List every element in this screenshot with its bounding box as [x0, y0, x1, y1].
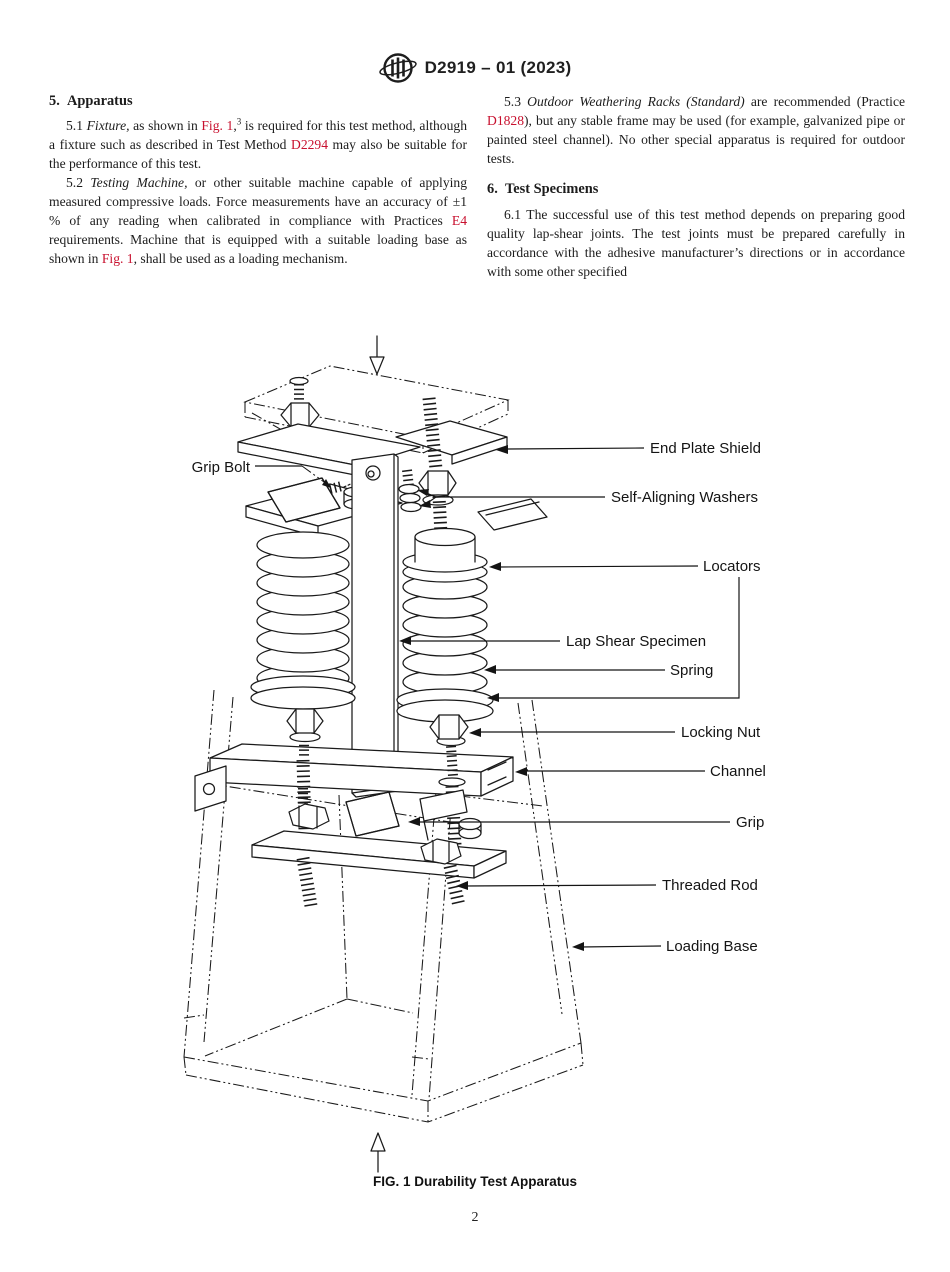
figure-callout-labels: Grip Bolt End Plate Shield Self-Aligning…: [192, 440, 766, 955]
text-run: requirements. Machine that is equipped w…: [49, 232, 467, 266]
reference-link[interactable]: D1828: [487, 113, 525, 128]
figure-callout-leaders: [255, 445, 740, 951]
paragraph-5-1: 5.1 Fixture, as shown in Fig. 1,3 is req…: [49, 116, 467, 173]
figure-caption: FIG. 1 Durability Test Apparatus: [372, 1174, 578, 1189]
top-plate-and-shield: [237, 365, 548, 538]
text-run: ), but any stable frame may be used (for…: [487, 113, 905, 166]
reference-link[interactable]: E4: [451, 213, 467, 228]
section-5-heading: 5. Apparatus: [49, 92, 467, 111]
right-column: 5.3 Outdoor Weathering Racks (Standard) …: [487, 92, 905, 281]
text-run: Testing Machine,: [90, 175, 188, 190]
paragraph-5-3: 5.3 Outdoor Weathering Racks (Standard) …: [487, 92, 905, 168]
text-run: 3: [236, 116, 242, 127]
paragraph-5-2: 5.2 Testing Machine, or other suitable m…: [49, 173, 467, 268]
text-run: 5.2: [66, 175, 91, 190]
text-run: Outdoor Weathering Racks (Standard): [527, 94, 745, 109]
text-run: are recommended (Practice: [744, 94, 906, 109]
label-self-aligning-washers: Self-Aligning Washers: [611, 489, 758, 506]
reference-link[interactable]: Fig. 1: [101, 251, 134, 266]
label-end-plate-shield: End Plate Shield: [650, 440, 761, 457]
section-6-heading: 6. Test Specimens: [487, 180, 905, 199]
channel-beam: [194, 743, 514, 812]
standard-designation: D2919 – 01 (2023): [424, 58, 572, 77]
loading-base-outline: [183, 689, 584, 1123]
text-run: 5. Apparatus: [49, 93, 133, 109]
label-grip-bolt: Grip Bolt: [192, 459, 251, 476]
text-run: , shall be used as a loading mechanism.: [133, 251, 348, 266]
label-channel: Channel: [710, 763, 766, 780]
label-loading-base: Loading Base: [666, 938, 758, 955]
text-run: 5.3: [504, 94, 528, 109]
text-run: may also be suitable for the performance…: [49, 137, 467, 171]
label-lap-shear-specimen: Lap Shear Specimen: [566, 633, 706, 650]
text-run: is required for this test method, althou…: [49, 118, 467, 152]
label-grip: Grip: [736, 814, 764, 831]
left-column: 5. Apparatus 5.1 Fixture, as shown in Fi…: [49, 92, 467, 281]
label-locking-nut: Locking Nut: [681, 724, 761, 741]
text-run: as shown in: [129, 118, 202, 133]
label-locators: Locators: [703, 558, 761, 575]
text-run: 5.1: [66, 118, 87, 133]
text-run: 6.1 The successful use of this test meth…: [487, 207, 905, 279]
left-spring: [250, 531, 356, 710]
text-run: ,: [233, 118, 237, 133]
page-header: D2919 – 01 (2023): [0, 48, 950, 88]
reference-link[interactable]: Fig. 1: [201, 118, 234, 133]
lap-shear-specimen-bar: [351, 453, 399, 798]
spring-bolts-and-locking-nut: [286, 708, 469, 846]
text-run: 6. Test Specimens: [487, 181, 599, 197]
right-spring-and-locators: [396, 527, 494, 723]
lower-grip-assembly: [251, 788, 507, 908]
text-run: Fixture,: [86, 118, 130, 133]
force-arrow-down-icon: [369, 335, 385, 375]
text-run: or other suitable machine capable of app…: [49, 175, 467, 228]
force-arrow-up-icon: [370, 1132, 386, 1173]
text-columns: 5. Apparatus 5.1 Fixture, as shown in Fi…: [49, 92, 905, 281]
reference-link[interactable]: D2294: [291, 137, 329, 152]
page-number: 2: [471, 1210, 479, 1225]
astm-logo-icon: [378, 53, 417, 83]
label-threaded-rod: Threaded Rod: [662, 877, 758, 894]
figure-1-durability-test-apparatus: Grip Bolt End Plate Shield Self-Aligning…: [183, 335, 766, 1173]
label-spring: Spring: [670, 662, 713, 679]
paragraph-6-1: 6.1 The successful use of this test meth…: [487, 205, 905, 281]
